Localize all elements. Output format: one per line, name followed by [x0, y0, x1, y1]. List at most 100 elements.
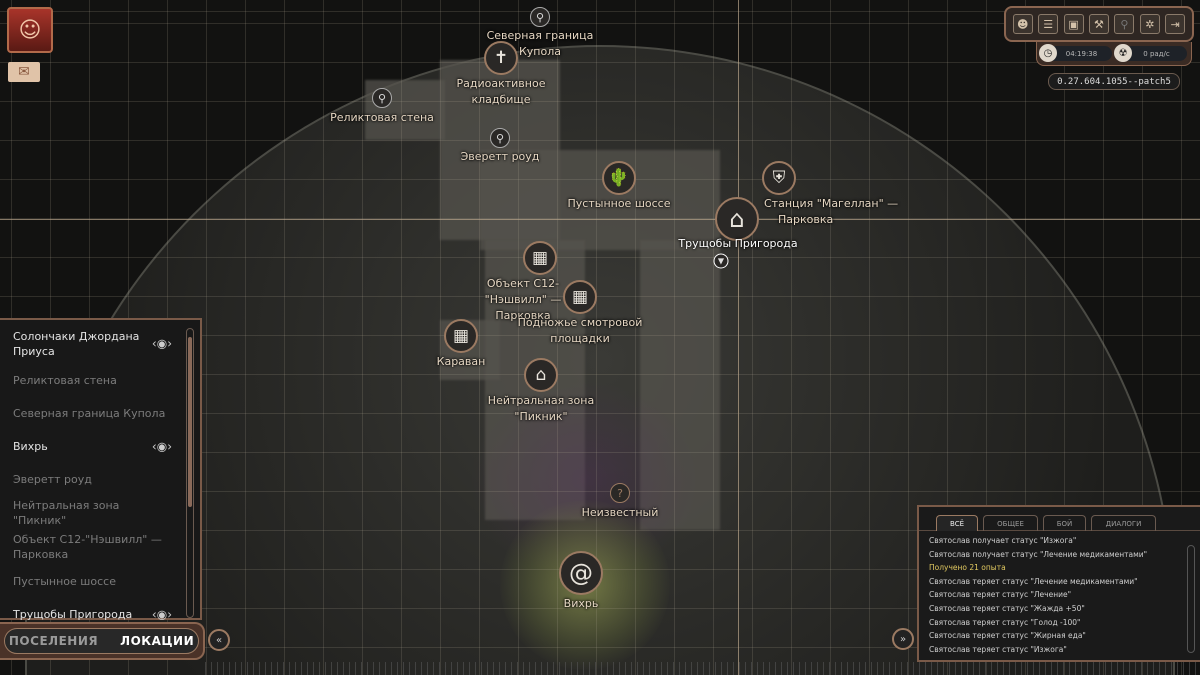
marker-label: Вихрь [563, 597, 599, 610]
chat-scrollbar[interactable] [1187, 545, 1195, 653]
tab-locations[interactable]: ЛОКАЦИИ [120, 634, 195, 648]
locations-list: Солончаки Джордана Приуса ‹◉› Реликтовая … [0, 318, 202, 621]
station-icon: ⛨ [762, 161, 796, 195]
question-icon: ? [610, 483, 630, 503]
list-item-label: Нейтральная зона "Пикник" [13, 498, 120, 527]
marker-north-border[interactable]: ⚲ [530, 7, 550, 27]
crosshair-horizontal [0, 219, 1200, 220]
marker-unknown[interactable]: ? [610, 483, 630, 503]
chat-message: Святослав теряет статус "Жирная еда" [929, 631, 1086, 641]
marker-caravan[interactable]: ▦ [444, 319, 478, 353]
list-item-label: Трущобы Пригорода [13, 608, 133, 621]
list-item-label: Реликтовая стена [13, 374, 117, 387]
list-item-label: Пустынное шоссе [13, 575, 116, 588]
vortex-icon: @ [559, 551, 603, 595]
marker-desert-highway[interactable]: 🌵 [602, 161, 636, 195]
chat-log-panel: ВСЁ ОБЩЕЕ БОЙ ДИАЛОГИ Святослав получает… [917, 505, 1200, 662]
list-item[interactable]: Солончаки Джордана Приуса ‹◉› [0, 324, 200, 364]
list-item[interactable]: Эверетт роуд [0, 463, 200, 496]
marker-vortex[interactable]: @ [559, 551, 603, 595]
desert-cactus-icon: 🌵 [602, 161, 636, 195]
track-eye-icon[interactable]: ‹◉› [151, 607, 172, 621]
chat-tab-all[interactable]: ВСЁ [936, 515, 978, 531]
marker-magellan-station[interactable]: ⛨ [762, 161, 796, 195]
marker-observation-foot[interactable]: ▦ [563, 280, 597, 314]
list-scrollbar[interactable] [186, 328, 194, 618]
track-eye-icon[interactable]: ‹◉› [151, 336, 172, 351]
ruins-icon: ▦ [444, 319, 478, 353]
game-time: 04:19:38 [1065, 49, 1098, 58]
quests-list-icon[interactable]: ☰ [1038, 14, 1059, 34]
marker-label: Караван [436, 355, 486, 368]
list-tabs: ПОСЕЛЕНИЯ ЛОКАЦИИ [0, 622, 205, 660]
clock-icon: ◷ [1039, 44, 1057, 62]
list-item-label: Эверетт роуд [13, 473, 92, 486]
marker-label: Нейтральная зона"Пикник" [487, 394, 595, 423]
inventory-robot-icon[interactable]: ▣ [1063, 14, 1084, 34]
pin-icon: ⚲ [530, 7, 550, 27]
chat-message: Святослав получает статус "Лечение медик… [929, 549, 1148, 559]
track-eye-icon[interactable]: ‹◉› [151, 439, 172, 453]
pin-icon: ⚲ [372, 88, 392, 108]
marker-suburb-slums[interactable]: ⌂ [715, 197, 759, 241]
marker-label: Пустынное шоссе [567, 197, 671, 210]
character-avatar[interactable]: ☺ [7, 7, 53, 53]
radioactive-cemetery-icon: ✝ [484, 41, 518, 75]
chat-message: Святослав теряет статус "Лечение медикам… [929, 576, 1138, 586]
list-item-label: Объект С12-"Нэшвилл" — Парковка [13, 533, 162, 561]
list-item[interactable]: Объект С12-"Нэшвилл" — Парковка [0, 529, 200, 565]
map-person-icon[interactable]: ⚲ [1114, 14, 1135, 34]
ruins-icon: ▦ [563, 280, 597, 314]
chat-message: Святослав теряет статус "Изжога" [929, 644, 1067, 654]
marker-label: Станция "Магеллан" —Парковка [764, 197, 899, 226]
marker-everett-road[interactable]: ⚲ [490, 128, 510, 148]
settlement-house-icon: ⌂ [524, 358, 558, 392]
settings-icon[interactable]: ✲ [1139, 14, 1160, 34]
list-item[interactable]: Пустынное шоссе [0, 565, 200, 598]
list-item-label: Солончаки Джордана Приуса [13, 330, 140, 358]
list-item-label: Вихрь [13, 440, 48, 453]
list-item[interactable]: Реликтовая стена [0, 364, 200, 397]
chat-tab-general[interactable]: ОБЩЕЕ [983, 515, 1038, 531]
ruins-icon: ▦ [523, 241, 557, 275]
marker-label: Неизвестный [581, 506, 659, 519]
exit-icon[interactable]: ⇥ [1165, 14, 1186, 34]
chat-tab-dialogs[interactable]: ДИАЛОГИ [1091, 515, 1156, 531]
pin-icon: ⚲ [490, 128, 510, 148]
expand-chat-button[interactable]: » [892, 628, 914, 650]
chat-message: Святослав теряет статус "Лечение" [929, 590, 1072, 600]
mail-icon[interactable]: ✉ [8, 62, 40, 82]
list-item[interactable]: Вихрь ‹◉› [0, 430, 200, 463]
marker-radioactive-cemetery[interactable]: ✝ [484, 41, 518, 75]
marker-label: Объект С12-"Нэшвилл" —Парковка [484, 277, 562, 322]
chat-message: Святослав получает статус "Изжога" [929, 536, 1077, 545]
marker-relict-wall[interactable]: ⚲ [372, 88, 392, 108]
player-position-icon: ▼ [713, 253, 729, 269]
chat-tab-combat[interactable]: БОЙ [1043, 515, 1086, 531]
list-item[interactable]: Нейтральная зона "Пикник" [0, 496, 200, 529]
chat-message: Святослав теряет статус "Голод -100" [929, 617, 1081, 627]
radiation-level: 0 рад/с [1143, 49, 1170, 58]
marker-picnic-neutral-zone[interactable]: ⌂ [524, 358, 558, 392]
list-item[interactable]: Северная граница Купола [0, 397, 200, 430]
status-bar: ◷ 04:19:38 ☢ 0 рад/с [1036, 42, 1192, 66]
marker-label: Трущобы Пригорода [678, 237, 798, 250]
collapse-left-button[interactable]: « [208, 629, 230, 651]
radiation-icon: ☢ [1114, 44, 1132, 62]
chat-message: Святослав теряет статус "Жажда +50" [929, 603, 1085, 613]
marker-label: Реликтовая стена [330, 111, 434, 124]
map-ruler [205, 662, 1200, 675]
marker-label: Эверетт роуд [460, 150, 540, 163]
tab-settlements[interactable]: ПОСЕЛЕНИЯ [8, 634, 99, 648]
list-item[interactable]: Трущобы Пригорода ‹◉› [0, 598, 200, 631]
settlement-house-icon: ⌂ [715, 197, 759, 241]
game-version: 0.27.604.1055--patch5 [1048, 73, 1180, 90]
character-icon[interactable]: ☻ [1012, 14, 1033, 34]
crafting-tools-icon[interactable]: ⚒ [1088, 14, 1109, 34]
marker-object-c12[interactable]: ▦ [523, 241, 557, 275]
list-item-label: Северная граница Купола [13, 407, 166, 420]
